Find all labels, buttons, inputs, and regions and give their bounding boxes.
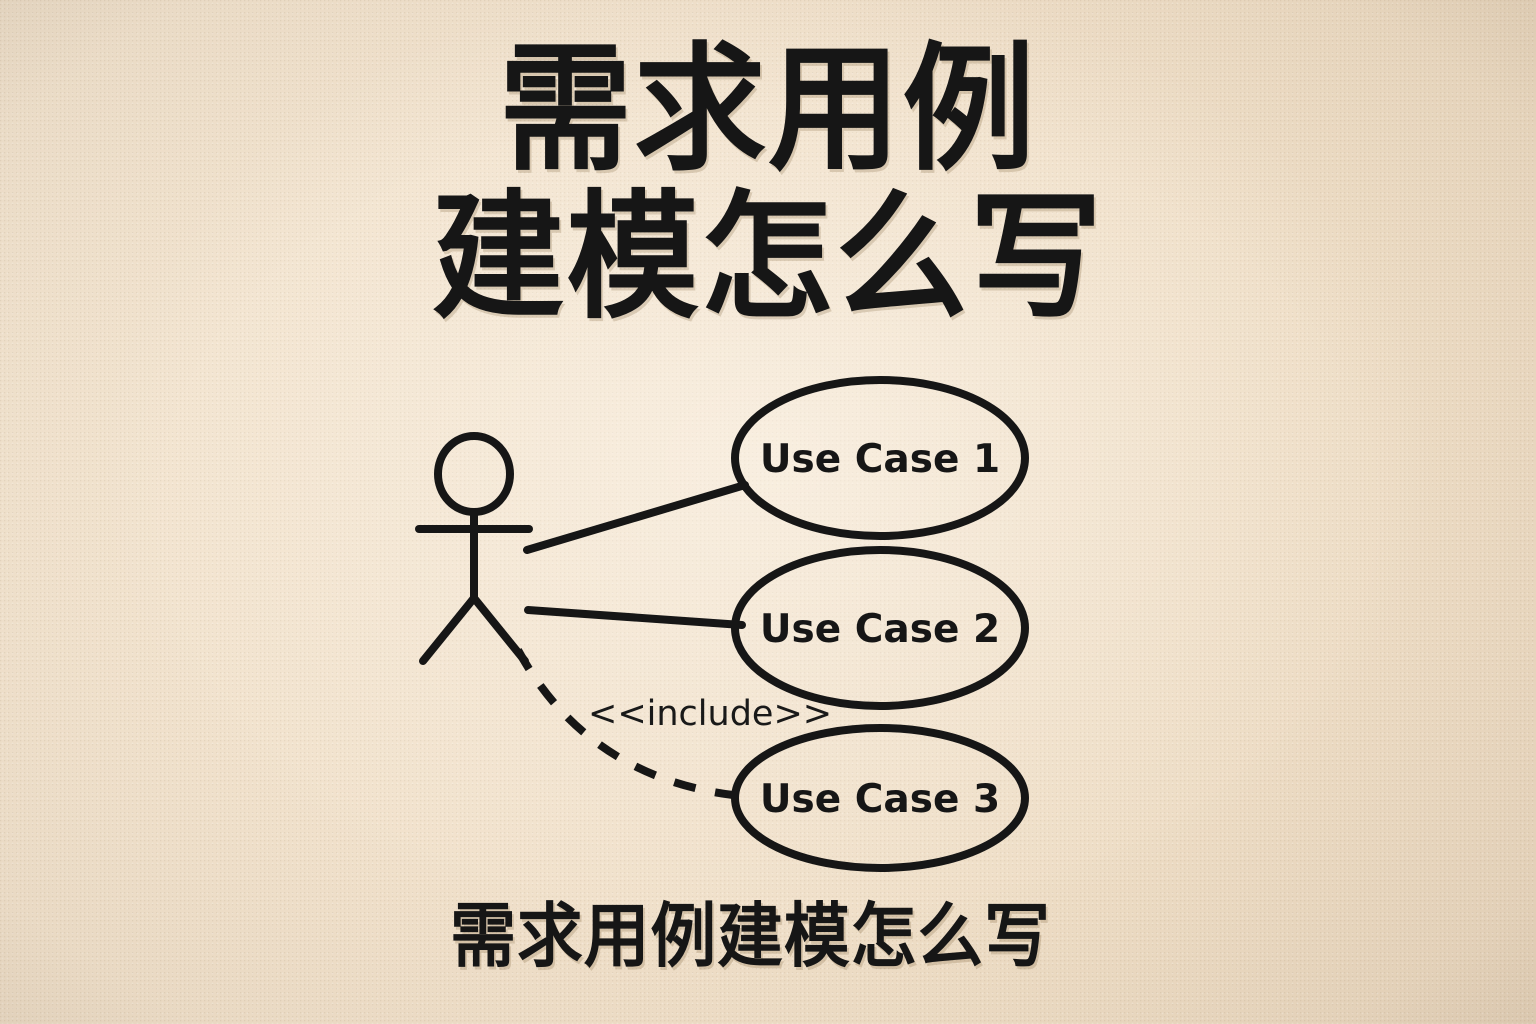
include-dependency-actor-to-usecase-3[interactable] bbox=[514, 648, 734, 799]
usecase-node-1[interactable]: Use Case 1 bbox=[731, 376, 1029, 540]
usecase-node-2[interactable]: Use Case 2 bbox=[731, 546, 1029, 710]
title-line-2: 建模怎么写 bbox=[431, 177, 1105, 338]
actor-stick-figure[interactable] bbox=[415, 432, 533, 665]
usecase-ellipse-3 bbox=[731, 724, 1029, 872]
usecase-node-3[interactable]: Use Case 3 bbox=[731, 724, 1029, 872]
actor-right-leg bbox=[470, 594, 529, 665]
actor-head-icon bbox=[434, 432, 514, 516]
usecase-label-1: Use Case 1 bbox=[760, 437, 1000, 482]
usecase-ellipse-2 bbox=[731, 546, 1029, 710]
caption: 需求用例建模怎么写 bbox=[0, 893, 1536, 979]
association-actor-to-usecase-1[interactable] bbox=[523, 481, 749, 554]
actor-left-leg bbox=[419, 594, 478, 665]
association-actor-to-usecase-2[interactable] bbox=[524, 606, 746, 629]
usecase-ellipse-1 bbox=[731, 376, 1029, 540]
title-line-1: 需求用例 bbox=[499, 29, 1037, 190]
usecase-label-2: Use Case 2 bbox=[760, 607, 1000, 652]
page-title: 需求用例 建模怎么写 bbox=[0, 36, 1536, 332]
usecase-label-3: Use Case 3 bbox=[760, 777, 1000, 822]
include-stereotype-label: <<include>> bbox=[588, 694, 832, 734]
caption-text: 需求用例建模怎么写 bbox=[449, 895, 1051, 977]
